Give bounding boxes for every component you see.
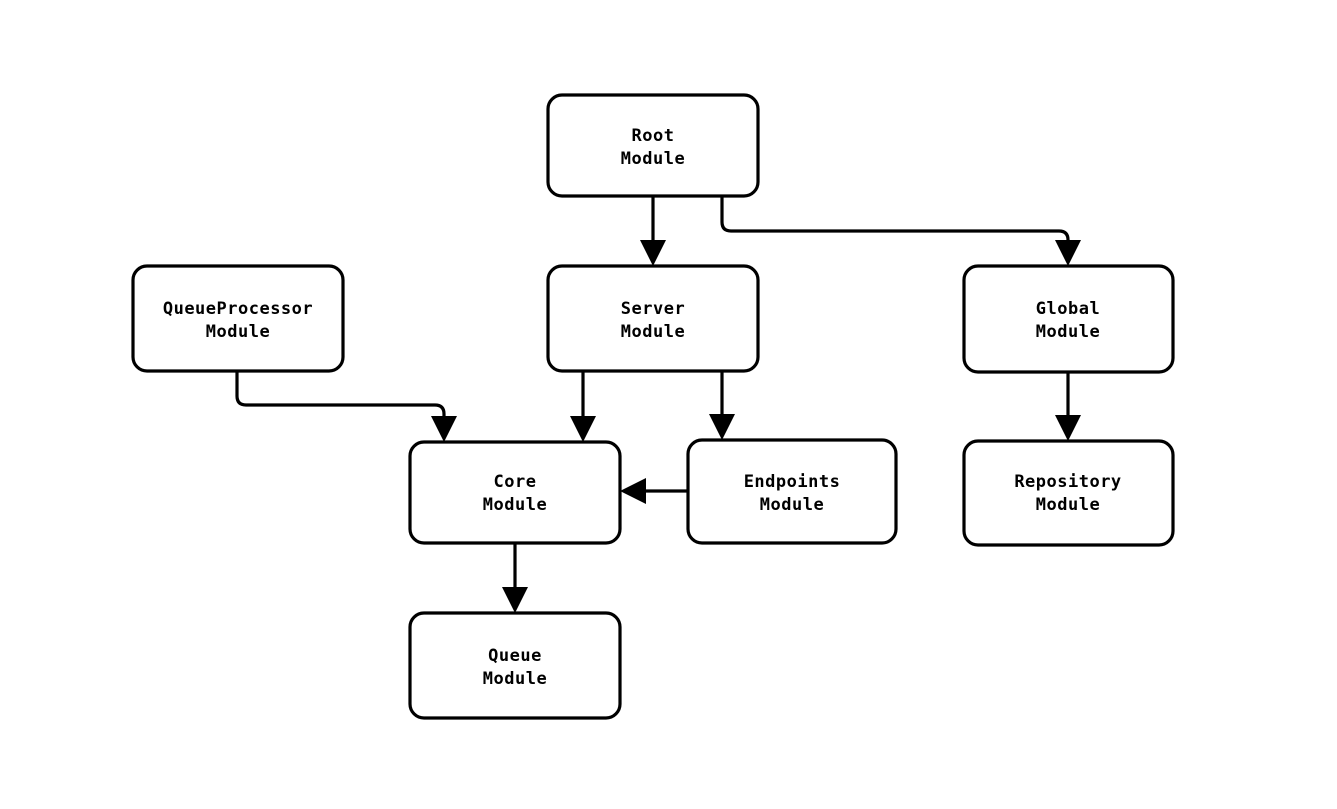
node-global-label-line2: Module: [1036, 322, 1100, 342]
node-root-box[interactable]: [546, 93, 760, 198]
edge-server-to-core: [570, 371, 596, 442]
node-repository-label-line2: Module: [1036, 495, 1100, 515]
node-queue-box[interactable]: [408, 611, 622, 720]
node-endpoints-label-line2: Module: [760, 495, 824, 515]
node-endpoints-label-line1: Endpoints: [744, 472, 841, 492]
arrow-head-icon: [570, 416, 596, 442]
arrow-head-icon: [1055, 415, 1081, 441]
arrow-head-icon: [620, 478, 646, 504]
node-global-box[interactable]: [962, 264, 1175, 374]
node-server[interactable]: Server Module: [546, 264, 760, 373]
node-core-box[interactable]: [408, 440, 622, 545]
node-server-label-line1: Server: [621, 299, 685, 319]
arrow-head-icon: [502, 587, 528, 613]
node-root-label-line2: Module: [621, 149, 685, 169]
edge-global-to-repository: [1055, 372, 1081, 441]
node-queueprocessor-label-line1: QueueProcessor: [163, 299, 313, 319]
edge-root-to-global: [720, 196, 1081, 266]
node-endpoints-box[interactable]: [686, 438, 898, 545]
node-endpoints[interactable]: Endpoints Module: [686, 438, 898, 545]
node-layer: Root Module QueueProcessor Module Server…: [131, 93, 1175, 720]
edge-layer: [235, 196, 1081, 613]
node-repository-label-line1: Repository: [1014, 472, 1121, 492]
edge-line: [720, 196, 1070, 247]
node-server-label-line2: Module: [621, 322, 685, 342]
arrow-head-icon: [431, 416, 457, 442]
node-repository-box[interactable]: [962, 439, 1175, 547]
edge-queueprocessor-to-core: [235, 371, 457, 442]
node-root[interactable]: Root Module: [546, 93, 760, 198]
edge-root-to-server: [640, 196, 666, 266]
node-queue-label-line1: Queue: [488, 646, 542, 666]
edge-core-to-queue: [502, 543, 528, 613]
node-queueprocessor-box[interactable]: [131, 264, 345, 373]
node-core-label-line1: Core: [494, 472, 537, 492]
edge-server-to-endpoints: [709, 371, 735, 440]
node-queue-label-line2: Module: [483, 669, 547, 689]
node-queueprocessor-label-line2: Module: [206, 322, 270, 342]
node-repository[interactable]: Repository Module: [962, 439, 1175, 547]
node-root-label-line1: Root: [632, 126, 675, 146]
node-core-label-line2: Module: [483, 495, 547, 515]
node-global[interactable]: Global Module: [962, 264, 1175, 374]
arrow-head-icon: [1055, 240, 1081, 266]
edge-endpoints-to-core: [620, 478, 688, 504]
node-queueprocessor[interactable]: QueueProcessor Module: [131, 264, 345, 373]
node-global-label-line1: Global: [1036, 299, 1100, 319]
node-queue[interactable]: Queue Module: [408, 611, 622, 720]
arrow-head-icon: [709, 414, 735, 440]
arrow-head-icon: [640, 240, 666, 266]
node-core[interactable]: Core Module: [408, 440, 622, 545]
edge-line: [235, 371, 446, 423]
node-server-box[interactable]: [546, 264, 760, 373]
